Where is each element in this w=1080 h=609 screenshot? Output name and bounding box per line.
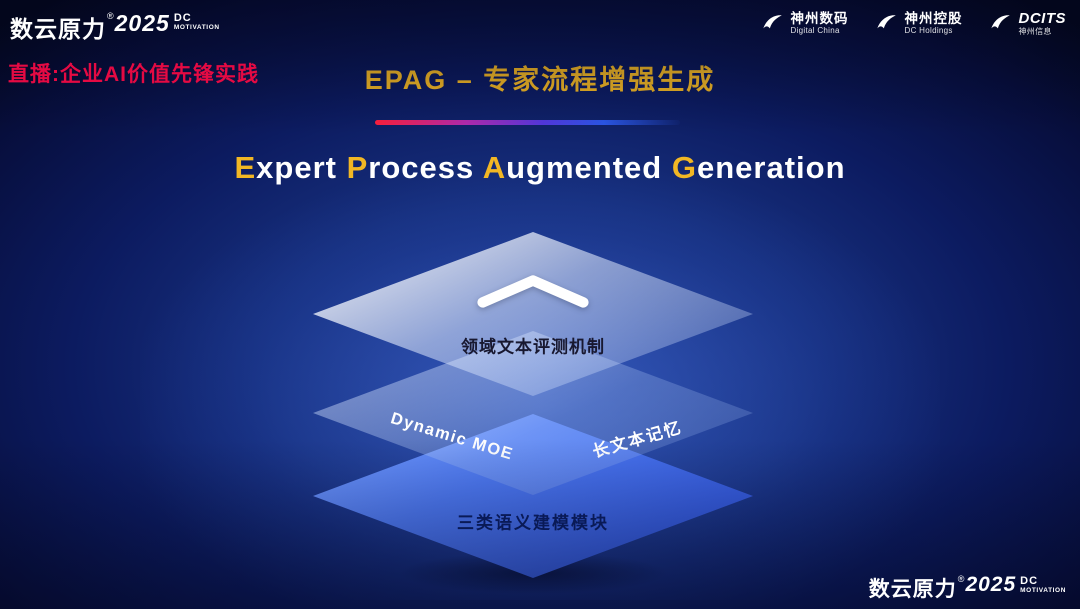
logo-name: 神州控股 [904, 10, 963, 26]
title-en-initial: A [482, 150, 507, 185]
slide-title-en: Expert Process Augmented Generation [0, 150, 1080, 186]
partner-logos: 神州数码 Digital China 神州控股 DC Holdings DCIT… [759, 10, 1067, 36]
chevron-up-icon [477, 275, 589, 308]
title-en-word: xpert [256, 150, 347, 185]
digital-china-swoosh-icon [759, 10, 785, 36]
logo-dcits: DCITS 神州信息 [987, 10, 1067, 36]
registered-mark: ® [107, 11, 114, 21]
brand-name: 数云原力 [10, 16, 106, 42]
live-stream-label: 直播:企业AI价值先锋实践 [8, 63, 259, 86]
registered-mark: ® [957, 574, 965, 584]
logo-subtitle: 神州信息 [1018, 27, 1052, 37]
brand-dc-label: DC [1020, 575, 1039, 587]
brand-name: 数云原力 [868, 578, 957, 601]
top-layer-label: 领域文本评测机制 [461, 337, 605, 357]
logo-text: 神州数码 Digital China [791, 11, 849, 36]
brand-subtitle: DC MOTIVATION [174, 13, 220, 32]
logo-text: 神州控股 DC Holdings [905, 11, 963, 36]
brand-year: 2025 [114, 10, 170, 36]
brand-dc-label: DC [173, 12, 192, 24]
logo-text: DCITS 神州信息 [1019, 10, 1067, 36]
brand-motivation-label: MOTIVATION [173, 24, 220, 31]
logo-dc-holdings: 神州控股 DC Holdings [873, 10, 963, 36]
dc-holdings-swoosh-icon [873, 10, 899, 36]
brand-subtitle: DC MOTIVATION [1020, 576, 1066, 595]
title-en-initial: E [234, 150, 257, 185]
brand-logo-top-left: 数云原力 ® 2025 DC MOTIVATION [10, 10, 220, 44]
logo-subtitle: DC Holdings [904, 26, 953, 36]
title-en-word: ugmented [506, 150, 672, 185]
brand-motivation-label: MOTIVATION [1020, 587, 1066, 594]
logo-name: DCITS [1018, 10, 1066, 27]
title-en-initial: G [671, 150, 697, 185]
brand-year: 2025 [965, 573, 1017, 596]
title-gradient-line [375, 120, 680, 125]
title-en-word: rocess [368, 150, 483, 185]
title-en-initial: P [346, 150, 369, 185]
logo-name: 神州数码 [790, 10, 849, 26]
dcits-swoosh-icon [987, 10, 1013, 36]
brand-logo-bottom-right: 数云原力 ® 2025 DC MOTIVATION [869, 573, 1066, 603]
bottom-layer-label: 三类语义建模模块 [457, 513, 609, 533]
slide-title-cn: EPAG – 专家流程增强生成 [364, 65, 716, 95]
title-en-word: eneration [696, 150, 846, 185]
logo-digital-china: 神州数码 Digital China [759, 10, 849, 36]
logo-subtitle: Digital China [790, 26, 840, 36]
